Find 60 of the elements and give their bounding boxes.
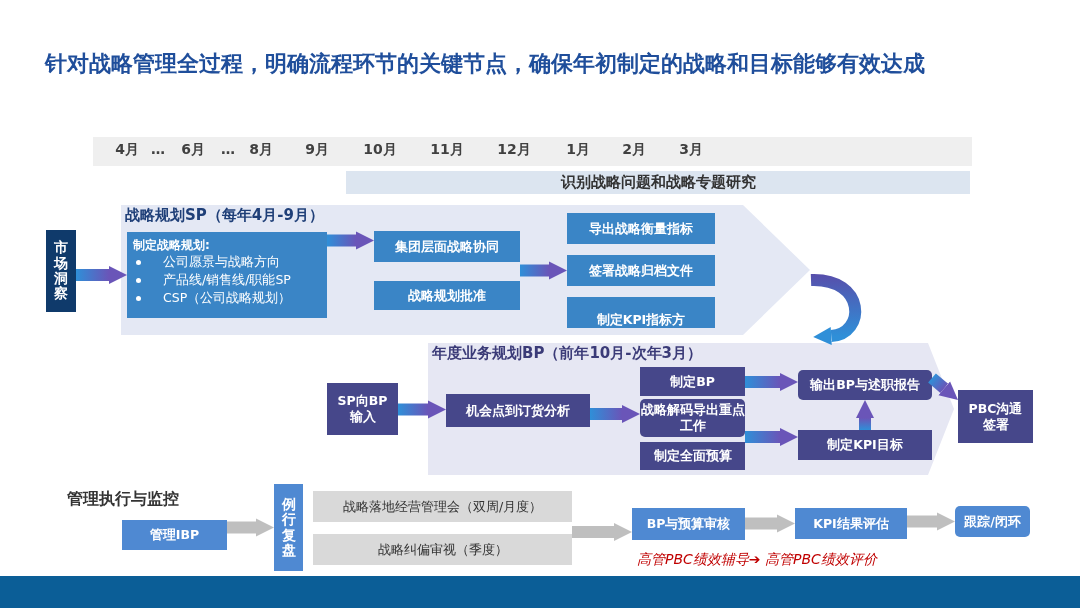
arrow	[810, 274, 862, 345]
topic-band: 识别战略问题和战略专题研究	[346, 171, 970, 194]
month-label: 8月	[248, 141, 274, 159]
month-label: 12月	[496, 141, 532, 159]
input-box: 市场洞察	[46, 230, 76, 312]
process-box: 签署战略归档文件	[567, 255, 715, 286]
arrow	[745, 373, 798, 391]
process-box: 战略解码导出重点工作	[640, 399, 745, 437]
process-box: 制定KPI指标方	[567, 297, 715, 328]
arrow	[907, 512, 955, 531]
month-label: 3月	[678, 141, 704, 159]
month-label: 9月	[304, 141, 330, 159]
process-box: 制定全面预算	[640, 442, 745, 470]
arrow	[745, 428, 798, 446]
process-box: BP与预算审核	[632, 508, 745, 540]
process-box: 管理IBP	[122, 520, 227, 550]
process-box: 战略规划批准	[374, 281, 520, 310]
phase-chevron	[428, 343, 954, 475]
process-box: PBC沟通签署	[958, 390, 1033, 443]
arrow	[745, 514, 795, 533]
arrow	[590, 405, 640, 423]
section-heading: 管理执行与监控	[67, 489, 179, 510]
bullet-item: 产品线/销售线/职能SP	[163, 271, 291, 289]
arrow	[398, 400, 446, 419]
box-heading: 制定战略规划:	[133, 238, 211, 253]
process-box: SP向BP输入	[327, 383, 398, 435]
arrow	[327, 231, 374, 250]
bullet-item: 公司愿景与战略方向	[163, 254, 280, 271]
phase-title: 战略规划SP（每年4月-9月）	[125, 206, 324, 225]
process-box: 机会点到订货分析	[446, 394, 590, 427]
process-box: 制定BP	[640, 367, 745, 396]
review-box: 例行复盘	[274, 484, 303, 571]
arrow	[928, 373, 958, 400]
arrow	[76, 266, 127, 284]
process-box: 输出BP与述职报告	[798, 370, 932, 400]
month-label: 4月	[114, 141, 140, 159]
activity-box: 战略落地经营管理会（双周/月度）	[313, 491, 572, 522]
process-box: 制定KPI目标	[798, 430, 932, 460]
activity-box: 战略纠偏审视（季度）	[313, 534, 572, 565]
month-label: 1月	[565, 141, 591, 159]
process-box: KPI结果评估	[795, 508, 907, 539]
arrow	[856, 400, 874, 430]
month-label: 10月	[362, 141, 398, 159]
process-box: 跟踪/闭环	[955, 506, 1030, 537]
process-box: 导出战略衡量指标	[567, 213, 715, 244]
phase-title: 年度业务规划BP（前年10月-次年3月）	[432, 344, 702, 363]
month-label: 2月	[621, 141, 647, 159]
month-label: …	[220, 141, 236, 157]
arrow	[520, 261, 567, 280]
slide-title: 针对战略管理全过程，明确流程环节的关键节点，确保年初制定的战略和目标能够有效达成	[45, 50, 926, 78]
bullet-item: CSP（公司战略规划）	[163, 289, 292, 307]
month-label: 6月	[180, 141, 206, 159]
arrow	[227, 518, 274, 537]
arrow	[572, 523, 632, 541]
month-label: 11月	[429, 141, 465, 159]
phase-chevron	[121, 205, 810, 335]
process-box: 集团层面战略协同	[374, 231, 520, 262]
month-label: …	[150, 141, 166, 157]
annotation-text: 高管PBC绩效辅导➔ 高管PBC绩效评价	[637, 551, 879, 568]
process-box	[127, 232, 327, 318]
